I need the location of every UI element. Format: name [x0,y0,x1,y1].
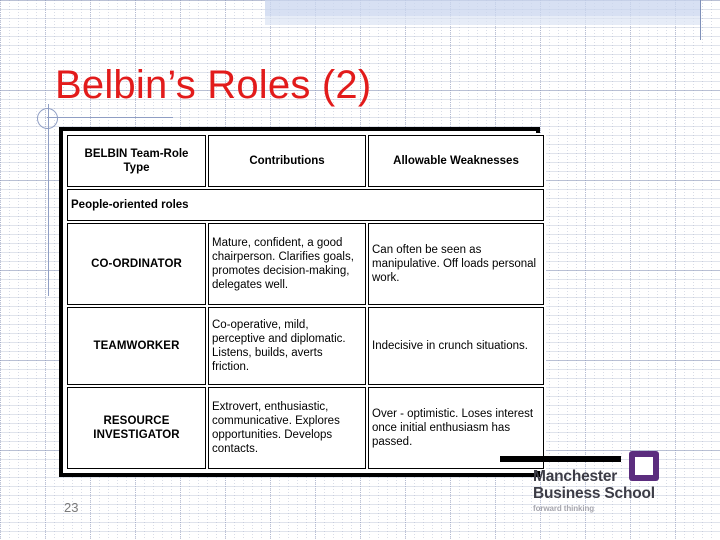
manchester-business-school-logo: Manchester Business School forward think… [533,451,703,530]
page-number: 23 [64,500,79,515]
role-contributions-teamworker: Co-operative, mild, perceptive and diplo… [208,307,366,385]
logo-tagline: forward thinking [533,504,595,513]
top-selection-band [265,0,701,16]
role-weaknesses-co-ordinator: Can often be seen as manipulative. Off l… [368,223,544,305]
guide-line-vertical-right[interactable] [700,0,701,40]
purple-square-icon [629,451,659,481]
column-header-contributions: Contributions [208,135,366,187]
role-name-co-ordinator: CO-ORDINATOR [67,223,206,305]
role-weaknesses-resource-investigator: Over - optimistic. Loses interest once i… [368,387,544,469]
role-weaknesses-teamworker: Indecisive in crunch situations. [368,307,544,385]
table-header-row: BELBIN Team-Role Type Contributions Allo… [67,135,544,187]
belbin-roles-table: BELBIN Team-Role Type Contributions Allo… [59,127,546,477]
footer-rule [500,456,621,462]
table-row: CO-ORDINATOR Mature, confident, a good c… [67,223,544,305]
table-row: RESOURCE INVESTIGATOR Extrovert, enthusi… [67,387,544,469]
section-label-people-oriented-roles: People-oriented roles [67,189,544,221]
column-header-weaknesses: Allowable Weaknesses [368,135,544,187]
guide-line-horizontal-left[interactable] [47,117,173,118]
role-name-resource-investigator: RESOURCE INVESTIGATOR [67,387,206,469]
table-row: TEAMWORKER Co-operative, mild, perceptiv… [67,307,544,385]
guide-line-vertical-left[interactable] [48,104,49,296]
page-title: Belbin’s Roles (2) [55,63,372,107]
guide-handle-circle-icon[interactable] [37,108,58,129]
role-name-teamworker: TEAMWORKER [67,307,206,385]
role-contributions-co-ordinator: Mature, confident, a good chairperson. C… [208,223,366,305]
logo-line-business-school: Business School [533,485,655,502]
table-section-row: People-oriented roles [67,189,544,221]
logo-line-manchester: Manchester [533,468,618,485]
logo-wordmark: Manchester Business School forward think… [533,468,655,514]
top-selection-band-secondary [265,16,701,25]
role-contributions-resource-investigator: Extrovert, enthusiastic, communicative. … [208,387,366,469]
column-header-role: BELBIN Team-Role Type [67,135,206,187]
